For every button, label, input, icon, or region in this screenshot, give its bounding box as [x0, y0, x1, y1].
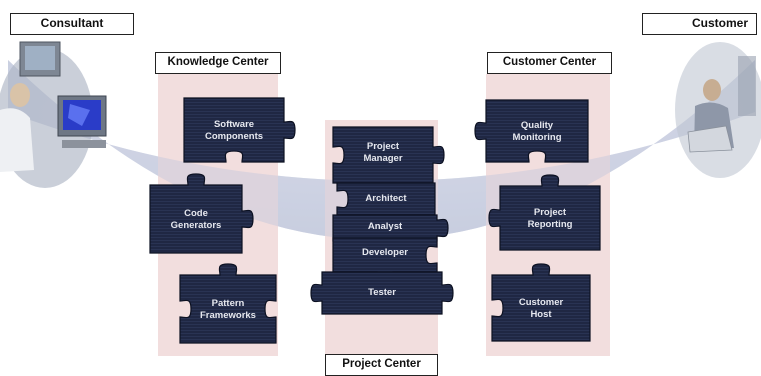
knowledge-piece-1-label: Components — [205, 131, 263, 142]
customer-piece-3-label: Host — [530, 309, 552, 320]
customer-piece-3-shape — [491, 263, 591, 342]
project-piece-1-label: Manager — [363, 153, 402, 164]
project-piece-2: Architect — [336, 182, 436, 216]
project-piece-5-shape — [310, 271, 454, 315]
project-piece-5-label: Tester — [368, 287, 396, 298]
customer-piece-1-label: Quality — [521, 120, 554, 131]
customer-center-label: Customer Center — [487, 52, 612, 74]
customer-piece-2-label: Project — [534, 207, 567, 218]
knowledge-center-label: Knowledge Center — [155, 52, 281, 74]
project-piece-3: Analyst — [332, 214, 449, 242]
customer-piece-1-label: Monitoring — [512, 132, 561, 143]
project-piece-1-label: Project — [367, 141, 400, 152]
project-piece-3-shape — [332, 214, 449, 242]
customer-label: Customer — [642, 13, 757, 35]
puzzle-pieces: SoftwareComponentsCodeGeneratorsPatternF… — [149, 97, 601, 344]
project-center-label: Project Center — [325, 354, 438, 376]
knowledge-piece-2-shape — [149, 173, 254, 254]
consultant-at-computer-photo — [0, 41, 107, 188]
customer-piece-2-shape — [488, 174, 601, 251]
project-piece-5: Tester — [310, 271, 454, 315]
consultant-label: Consultant — [10, 13, 134, 35]
project-piece-4-label: Developer — [362, 247, 408, 258]
knowledge-piece-2-label: Generators — [171, 220, 222, 231]
project-piece-3-label: Analyst — [368, 221, 403, 232]
knowledge-piece-3-label: Frameworks — [200, 310, 256, 321]
project-piece-2-shape — [336, 182, 436, 216]
knowledge-piece-2-label: Code — [184, 208, 208, 219]
customer-at-laptop-photo — [675, 42, 761, 178]
customer-piece-3-label: Customer — [519, 297, 564, 308]
customer-piece-1-shape — [474, 99, 589, 163]
knowledge-piece-1-label: Software — [214, 119, 254, 130]
knowledge-piece-3-shape — [179, 263, 277, 344]
knowledge-piece-1-shape — [183, 97, 296, 163]
customer-piece-2-label: Reporting — [528, 219, 573, 230]
knowledge-piece-3-label: Pattern — [212, 298, 245, 309]
project-piece-2-label: Architect — [365, 193, 407, 204]
